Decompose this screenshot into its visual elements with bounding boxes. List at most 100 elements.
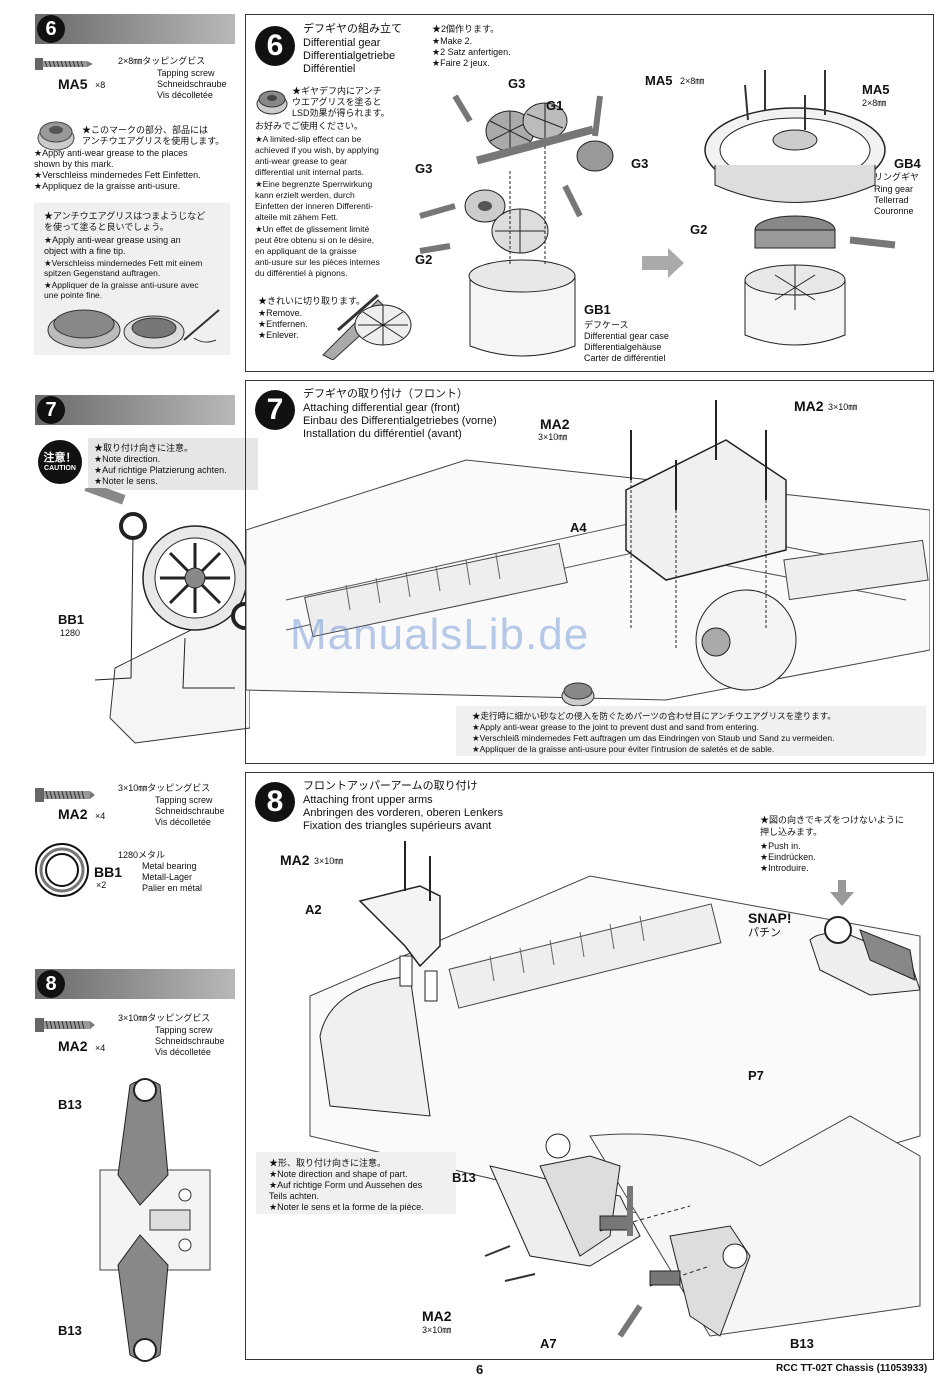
snap-label: SNAP! bbox=[748, 910, 792, 926]
gb1-fr: Carter de différentiel bbox=[584, 353, 666, 363]
tip-de2: spitzen Gegenstand auftragen. bbox=[44, 268, 161, 278]
step8-screw-fr: Vis décolletée bbox=[155, 1047, 211, 1057]
remove-fr: ★Enlever. bbox=[258, 330, 299, 340]
panel6-title-jp: デフギヤの組み立て bbox=[303, 23, 402, 35]
caution-badge: 注意！ CAUTION bbox=[38, 440, 82, 484]
part-code-g3-left: G3 bbox=[415, 161, 433, 176]
make-two-fr: ★Faire 2 jeux. bbox=[432, 58, 490, 68]
nippers-cutting-gear-illustration bbox=[322, 293, 412, 360]
snap-ball-joint-illustration bbox=[809, 880, 921, 996]
caution-en: CAUTION bbox=[44, 465, 76, 472]
joint-note-fr: ★Appliquer de la graisse anti-usure pour… bbox=[472, 744, 775, 754]
part-code-g1: G1 bbox=[546, 98, 564, 113]
next-step-arrow-icon bbox=[642, 248, 684, 278]
lsd-fr4: anti-usure sur les pièces internes bbox=[255, 257, 380, 267]
grease-note-en2: shown by this mark. bbox=[34, 159, 114, 169]
part-code-ma2-bottom: MA2 bbox=[422, 1308, 452, 1324]
tip-fr1: ★Appliquer de la graisse anti-usure avec bbox=[44, 280, 199, 290]
panel8-title-en: Attaching front upper arms bbox=[303, 794, 433, 806]
direction-note-en: ★Note direction and shape of part. bbox=[269, 1169, 408, 1179]
ma2-bottom-size: 3×10㎜ bbox=[422, 1325, 452, 1335]
step8-screw-en: Tapping screw bbox=[155, 1025, 213, 1035]
lsd-de2: kann erzielt werden, durch bbox=[255, 190, 355, 200]
gb1-jp: デフケース bbox=[584, 320, 629, 330]
grease-note-en1: ★Apply anti-wear grease to the places bbox=[34, 148, 188, 158]
step-8-top-view-illustration bbox=[99, 1078, 211, 1362]
tip-de1: ★Verschleiss mindernedes Fett mit einem bbox=[44, 258, 203, 268]
caution-note-jp: ★取り付け向きに注意。 bbox=[94, 443, 194, 453]
step8-qty: ×4 bbox=[95, 1043, 106, 1053]
joint-note-de: ★Verschleiß mindernedes Fett auftragen u… bbox=[472, 733, 835, 743]
joint-grease-icon bbox=[561, 682, 595, 707]
part-code-a7: A7 bbox=[540, 1336, 557, 1351]
part-code-ma2: MA2 bbox=[58, 806, 88, 822]
bearing-qty: ×2 bbox=[96, 880, 107, 890]
direction-note-de2: Teils achten. bbox=[269, 1191, 320, 1201]
lsd-jp2: ウエアグリスを塗ると bbox=[292, 97, 382, 107]
lsd-grease-icon bbox=[256, 90, 288, 115]
step-8-header-bar bbox=[35, 969, 235, 999]
panel7-title-en: Attaching differential gear (front) bbox=[303, 402, 460, 414]
panel6-title-fr: Différentiel bbox=[303, 63, 356, 75]
lsd-de3: Einfetten der inneren Differenti- bbox=[255, 201, 373, 211]
lsd-en2: achieved if you wish, by applying bbox=[255, 145, 379, 155]
step8-part-code-ma2: MA2 bbox=[58, 1038, 88, 1054]
gb1-de: Differentialgehäuse bbox=[584, 342, 662, 352]
tip-fr2: une pointe fine. bbox=[44, 290, 103, 300]
tip-en1: ★Apply anti-wear grease using an bbox=[44, 235, 181, 245]
push-jp2: 押し込みます。 bbox=[760, 827, 823, 837]
part-code-bb1-step7: BB1 bbox=[58, 612, 85, 627]
lsd-jp4: お好みでご使用ください。 bbox=[255, 121, 364, 131]
caution-note-panel bbox=[88, 438, 258, 490]
panel8-title-jp: フロントアッパーアームの取り付け bbox=[303, 780, 478, 792]
make-two-jp: ★2個作ります。 bbox=[432, 24, 500, 34]
tip-jp2: を使って塗ると良いでしょう。 bbox=[44, 222, 169, 232]
screw-spec-fr: Vis décolletée bbox=[157, 90, 213, 100]
snap-jp: パチン bbox=[748, 927, 781, 939]
lsd-fr1: ★Un effet de glissement limité bbox=[255, 224, 370, 234]
tapping-screw-3x10-icon-2 bbox=[35, 1018, 95, 1032]
gb1-en: Differential gear case bbox=[584, 331, 669, 341]
panel8-title-fr: Fixation des triangles supérieurs avant bbox=[303, 820, 492, 832]
step-8-number: 8 bbox=[37, 970, 65, 998]
gb4-jp: リングギヤ bbox=[874, 172, 920, 182]
part-code-g2-right: G2 bbox=[690, 222, 708, 237]
step8-screw-jp: 3×10㎜タッピングビス bbox=[118, 1013, 211, 1023]
step-6-header-bar bbox=[35, 14, 235, 44]
bearing-jp: 1280メタル bbox=[118, 850, 166, 860]
part-code-p7: P7 bbox=[748, 1068, 764, 1083]
direction-note-fr: ★Noter le sens et la forme de la pièce. bbox=[269, 1202, 424, 1212]
step8-screw-de: Schneidschraube bbox=[155, 1036, 225, 1046]
grease-mark-icon bbox=[37, 121, 75, 151]
panel8-title-de: Anbringen des vorderen, oberen Lenkers bbox=[303, 807, 503, 819]
remove-de: ★Entfernen. bbox=[258, 319, 308, 329]
lsd-jp3: LSD効果が得られます。 bbox=[292, 108, 390, 118]
remove-jp: ★きれいに切り取ります。 bbox=[258, 296, 366, 306]
parts7-screw-en: Tapping screw bbox=[155, 795, 213, 805]
lsd-en1: ★A limited-slip effect can be bbox=[255, 134, 362, 144]
tip-en2: object with a fine tip. bbox=[44, 246, 126, 256]
watermark-text: ManualsLib.de bbox=[290, 610, 590, 659]
part-code-b13-right: B13 bbox=[790, 1336, 814, 1351]
grease-note-de: ★Verschleiss mindernedes Fett Einfetten. bbox=[34, 170, 201, 180]
parts7-screw-de: Schneidschraube bbox=[155, 806, 225, 816]
panel6-title-en: Differential gear bbox=[303, 37, 381, 49]
tapping-screw-icon bbox=[35, 58, 93, 70]
joint-note-jp: ★走行時に細かい砂などの侵入を防ぐためパーツの合わせ目にアンチウエアグリスを塗り… bbox=[472, 711, 836, 721]
screw-spec-en: Tapping screw bbox=[157, 68, 215, 78]
lsd-fr5: du différentiel à pignons. bbox=[255, 268, 348, 278]
caution-jp: 注意！ bbox=[43, 452, 77, 464]
direction-note-de1: ★Auf richtige Form und Aussehen des bbox=[269, 1180, 423, 1190]
caution-note-de: ★Auf richtige Platzierung achten. bbox=[94, 465, 227, 475]
bearing-fr: Palier en métal bbox=[142, 883, 203, 893]
lsd-jp1: ★ギヤデフ内にアンチ bbox=[292, 86, 382, 96]
parts7-qty: ×4 bbox=[95, 811, 106, 821]
manual-title-footer: RCC TT-02T Chassis (11053933) bbox=[776, 1363, 928, 1374]
part-code-ma2-left: MA2 bbox=[540, 416, 570, 432]
push-de: ★Eindrücken. bbox=[760, 852, 816, 862]
part-code-b13-left: B13 bbox=[452, 1170, 476, 1185]
part-code-ma2-top: MA2 bbox=[280, 852, 310, 868]
gb4-en: Ring gear bbox=[874, 184, 914, 194]
part-code-g3-top: G3 bbox=[508, 76, 526, 91]
panel6-title-de: Differentialgetriebe bbox=[303, 50, 396, 62]
